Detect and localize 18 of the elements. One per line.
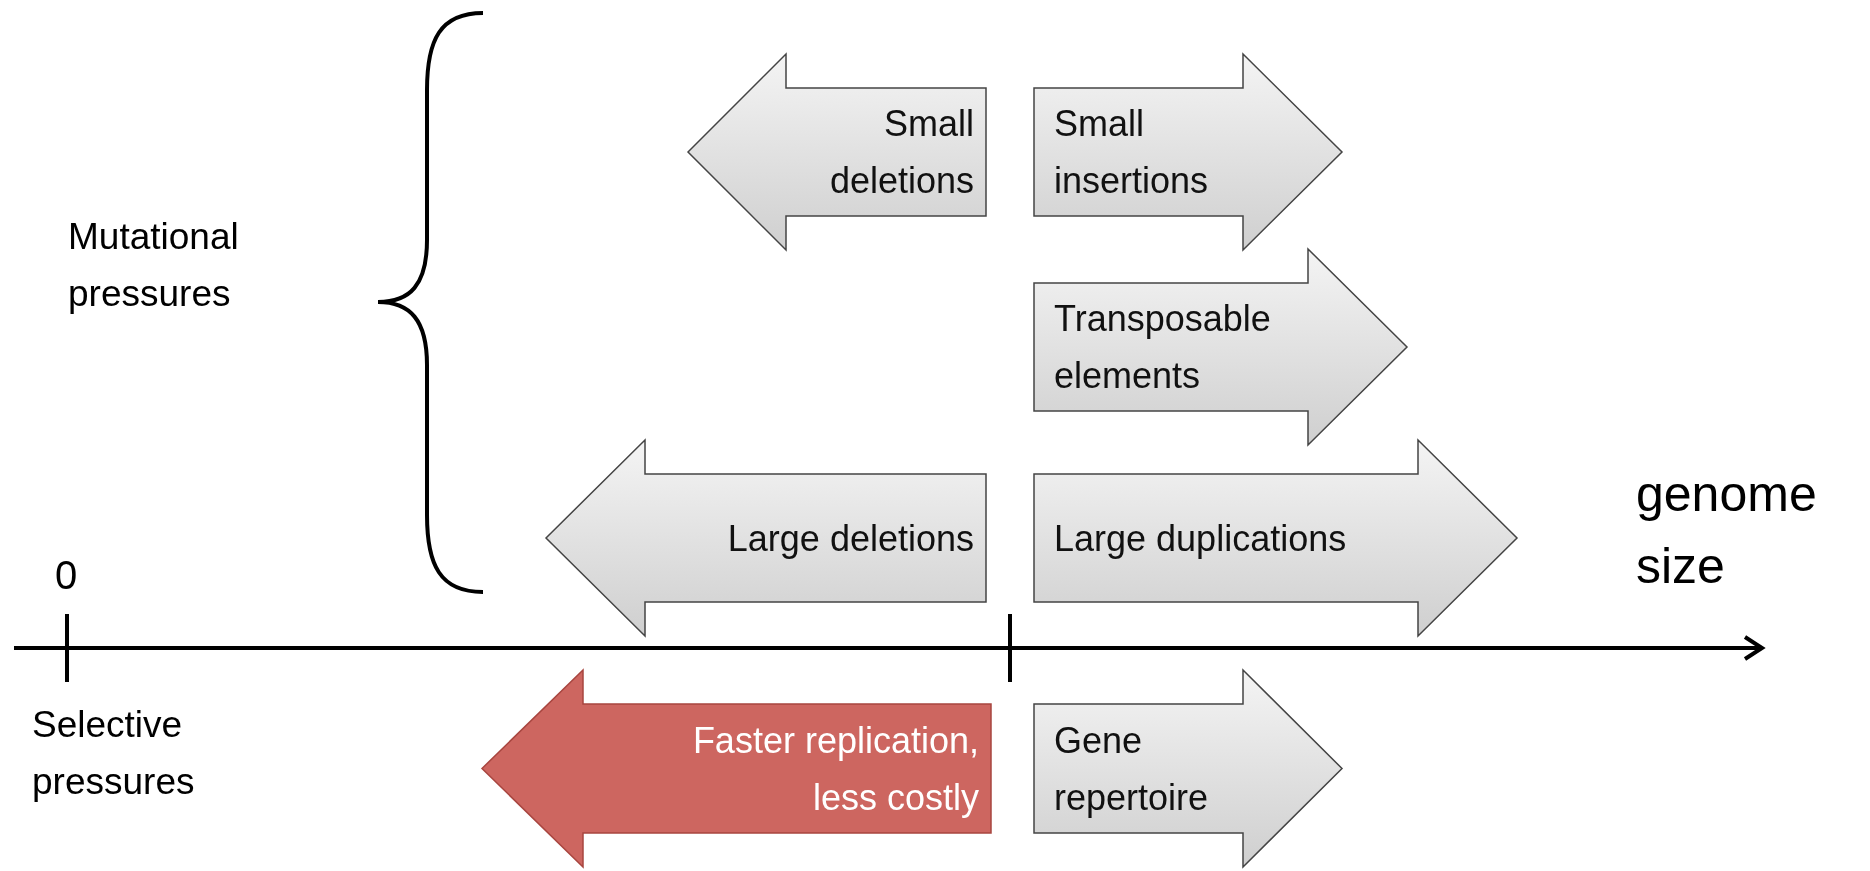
callout-shape [482, 670, 991, 867]
callout-shape [688, 54, 986, 250]
callout-shape [546, 440, 986, 636]
pressure-label: Mutational pressures [68, 215, 240, 316]
arrow-label: Small deletions [828, 102, 974, 203]
callout-shape [1034, 54, 1342, 250]
pressure-label: Selective pressures [32, 703, 196, 804]
arrow-label: Small insertions [1054, 102, 1210, 203]
arrow-label: Faster replication, less costly [691, 718, 979, 820]
arrow-label: Gene repertoire [1054, 718, 1210, 820]
callout-shape [1034, 670, 1342, 867]
arrow-label: Transposable elements [1054, 297, 1272, 398]
arrow-label: Large duplications [1054, 516, 1347, 561]
callout-shape [1034, 440, 1517, 636]
tick-label: 0 [55, 552, 79, 599]
arrow-label: Large deletions [727, 516, 974, 561]
callout-shape [1034, 249, 1407, 445]
axis-label: genome size [1636, 465, 1818, 596]
